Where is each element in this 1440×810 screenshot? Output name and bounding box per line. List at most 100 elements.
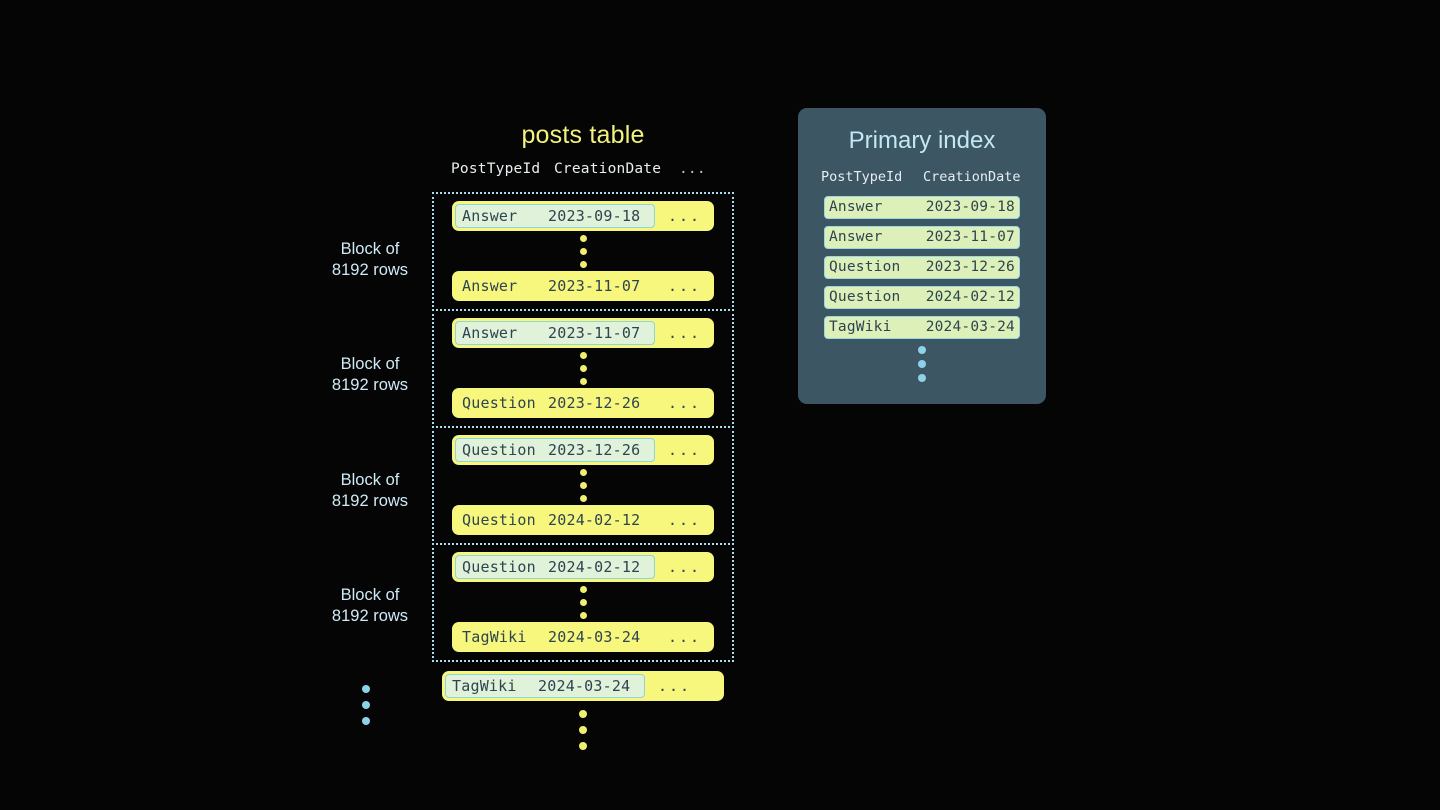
index-key-highlight <box>455 555 655 579</box>
cell-posttypeid: Answer <box>829 199 883 215</box>
ellipsis-dot <box>579 260 587 268</box>
posts-table: posts table PostTypeId CreationDate ... … <box>432 118 734 753</box>
index-row: Question 2024-02-12 <box>824 286 1020 309</box>
index-row: Answer 2023-11-07 <box>824 226 1020 249</box>
block-label-1-line1: Block of <box>340 240 400 258</box>
cell-creationdate: 2023-11-07 <box>925 229 1015 245</box>
index-row: Question 2023-12-26 <box>824 256 1020 279</box>
cell-more: ... <box>668 558 702 576</box>
cell-creationdate: 2023-11-07 <box>548 324 641 342</box>
row-ellipsis <box>442 231 724 271</box>
ellipsis-dot <box>918 346 926 354</box>
cell-creationdate: 2023-12-26 <box>548 441 641 459</box>
ellipsis-dot <box>579 247 587 255</box>
ellipsis-dot <box>918 360 926 368</box>
cell-creationdate: 2024-03-24 <box>548 628 641 646</box>
cell-more: ... <box>658 677 692 695</box>
block-label-3-line1: Block of <box>340 471 400 489</box>
cell-posttypeid: Question <box>829 289 901 305</box>
cell-posttypeid: TagWiki <box>452 677 517 695</box>
ellipsis-dot <box>362 717 370 725</box>
cell-posttypeid: TagWiki <box>462 628 527 646</box>
index-key-highlight <box>455 438 655 462</box>
block-label-2-line1: Block of <box>340 355 400 373</box>
cell-creationdate: 2023-09-18 <box>925 199 1015 215</box>
cell-creationdate: 2023-09-18 <box>548 207 641 225</box>
block-label-2: Block of 8192 rows <box>310 354 430 396</box>
table-row-tail: TagWiki 2024-03-24 ... <box>442 671 724 701</box>
ellipsis-dot <box>579 234 587 242</box>
left-continuation-ellipsis <box>362 685 370 725</box>
ellipsis-dot <box>579 377 587 385</box>
ellipsis-dot <box>579 598 587 606</box>
block-label-4-line2: 8192 rows <box>331 607 409 625</box>
cell-more: ... <box>668 394 702 412</box>
cell-creationdate: 2024-03-24 <box>538 677 631 695</box>
table-row: Answer 2023-09-18 ... <box>452 201 714 231</box>
ellipsis-dot <box>579 726 587 734</box>
ellipsis-dot <box>579 710 587 718</box>
cell-posttypeid: Answer <box>462 207 518 225</box>
cell-creationdate: 2024-02-12 <box>548 511 641 529</box>
primary-index-column-headers: PostTypeId CreationDate <box>798 169 1046 193</box>
cell-posttypeid: Question <box>829 259 901 275</box>
cell-more: ... <box>668 324 702 342</box>
cell-posttypeid: Answer <box>462 324 518 342</box>
block-label-1: Block of 8192 rows <box>310 239 430 281</box>
table-row: Question 2024-02-12 ... <box>452 552 714 582</box>
ellipsis-dot <box>362 701 370 709</box>
table-continuation-ellipsis <box>432 707 734 753</box>
ellipsis-dot <box>579 364 587 372</box>
table-block-3: Question 2023-12-26 ... Question 2024-02… <box>432 426 734 545</box>
cell-more: ... <box>668 207 702 225</box>
cell-posttypeid: Question <box>462 394 536 412</box>
cell-creationdate: 2023-12-26 <box>548 394 641 412</box>
table-row: TagWiki 2024-03-24 ... <box>452 622 714 652</box>
block-label-4: Block of 8192 rows <box>310 585 430 627</box>
posts-table-column-headers: PostTypeId CreationDate ... <box>432 161 734 187</box>
cell-more: ... <box>668 277 702 295</box>
block-label-2-line2: 8192 rows <box>331 376 409 394</box>
posts-table-blocks: Answer 2023-09-18 ... Answer 2023-11-07 … <box>432 192 734 662</box>
ellipsis-dot <box>579 742 587 750</box>
primary-index-title: Primary index <box>848 127 996 154</box>
table-block-4: Question 2024-02-12 ... TagWiki 2024-03-… <box>432 543 734 662</box>
ellipsis-dot <box>579 611 587 619</box>
index-key-highlight <box>455 204 655 228</box>
index-key-highlight <box>455 321 655 345</box>
column-header-more: ... <box>679 161 706 177</box>
table-block-1: Answer 2023-09-18 ... Answer 2023-11-07 … <box>432 192 734 311</box>
block-label-3-line2: 8192 rows <box>331 492 409 510</box>
block-label-3: Block of 8192 rows <box>310 470 430 512</box>
block-label-4-line1: Block of <box>340 586 400 604</box>
row-ellipsis <box>442 582 724 622</box>
primary-index-rows: Answer 2023-09-18 Answer 2023-11-07 Ques… <box>798 196 1046 339</box>
column-header-posttypeid: PostTypeId <box>821 169 903 185</box>
cell-creationdate: 2024-02-12 <box>548 558 641 576</box>
table-row: Question 2023-12-26 ... <box>452 388 714 418</box>
cell-creationdate: 2024-03-24 <box>925 319 1015 335</box>
ellipsis-dot <box>579 494 587 502</box>
cell-more: ... <box>668 511 702 529</box>
primary-index-panel: Primary index PostTypeId CreationDate An… <box>798 108 1046 404</box>
ellipsis-dot <box>918 374 926 382</box>
cell-more: ... <box>668 628 702 646</box>
cell-creationdate: 2023-12-26 <box>925 259 1015 275</box>
table-row: Question 2024-02-12 ... <box>452 505 714 535</box>
primary-index-continuation-ellipsis <box>798 346 1046 382</box>
index-row: Answer 2023-09-18 <box>824 196 1020 219</box>
table-row: Question 2023-12-26 ... <box>452 435 714 465</box>
ellipsis-dot <box>362 685 370 693</box>
cell-posttypeid: Question <box>462 558 536 576</box>
cell-creationdate: 2024-02-12 <box>925 289 1015 305</box>
column-header-creationdate: CreationDate <box>923 169 1021 185</box>
table-row: Answer 2023-11-07 ... <box>452 271 714 301</box>
cell-posttypeid: Question <box>462 441 536 459</box>
table-block-2: Answer 2023-11-07 ... Question 2023-12-2… <box>432 309 734 428</box>
cell-posttypeid: Question <box>462 511 536 529</box>
ellipsis-dot <box>579 351 587 359</box>
ellipsis-dot <box>579 585 587 593</box>
posts-table-title: posts table <box>521 121 645 149</box>
block-label-1-line2: 8192 rows <box>331 261 409 279</box>
cell-posttypeid: Answer <box>829 229 883 245</box>
